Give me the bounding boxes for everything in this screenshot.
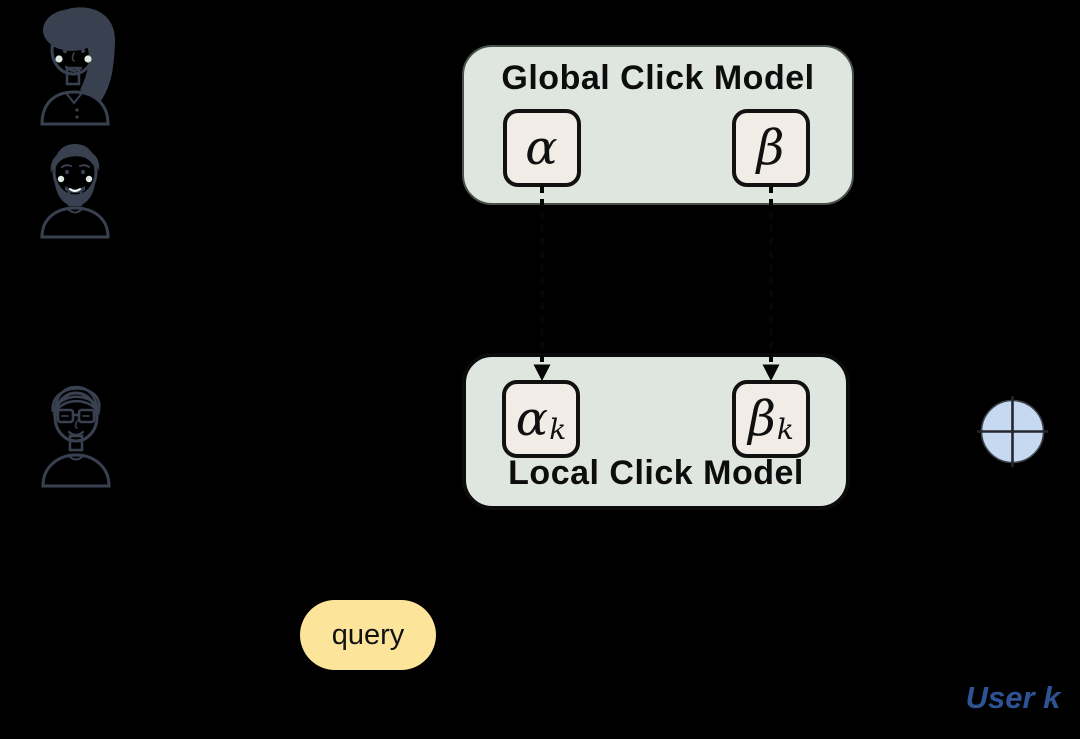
local-model-title: Local Click Model — [508, 454, 804, 492]
beta-k-symbol: β — [748, 391, 776, 447]
query-node: query — [300, 600, 436, 670]
alpha-symbol: α — [525, 120, 558, 176]
bearded-male-user-avatar — [40, 144, 110, 239]
local-click-model-box: Local Click Model α k β k — [462, 353, 850, 510]
local-beta-k-param-box: β k — [732, 380, 810, 458]
beta-symbol: β — [756, 120, 785, 176]
alpha-sync-arrow — [533, 186, 551, 381]
user-k-label: User k — [965, 680, 1061, 715]
alpha-k-symbol: α — [515, 391, 549, 447]
global-beta-param-box: β — [732, 109, 810, 187]
global-alpha-param-box: α — [503, 109, 581, 187]
query-label: query — [331, 618, 405, 651]
female-user-avatar — [40, 7, 116, 126]
glasses-male-user-avatar — [41, 385, 111, 488]
global-model-title: Global Click Model — [501, 59, 815, 97]
local-alpha-k-param-box: α k — [502, 380, 580, 458]
global-click-model-box: Global Click Model α β — [462, 45, 854, 205]
beta-sync-arrow — [762, 186, 780, 381]
alpha-k-subscript: k — [549, 413, 567, 446]
crossed-circle-icon — [977, 396, 1048, 467]
beta-k-subscript: k — [776, 413, 794, 446]
